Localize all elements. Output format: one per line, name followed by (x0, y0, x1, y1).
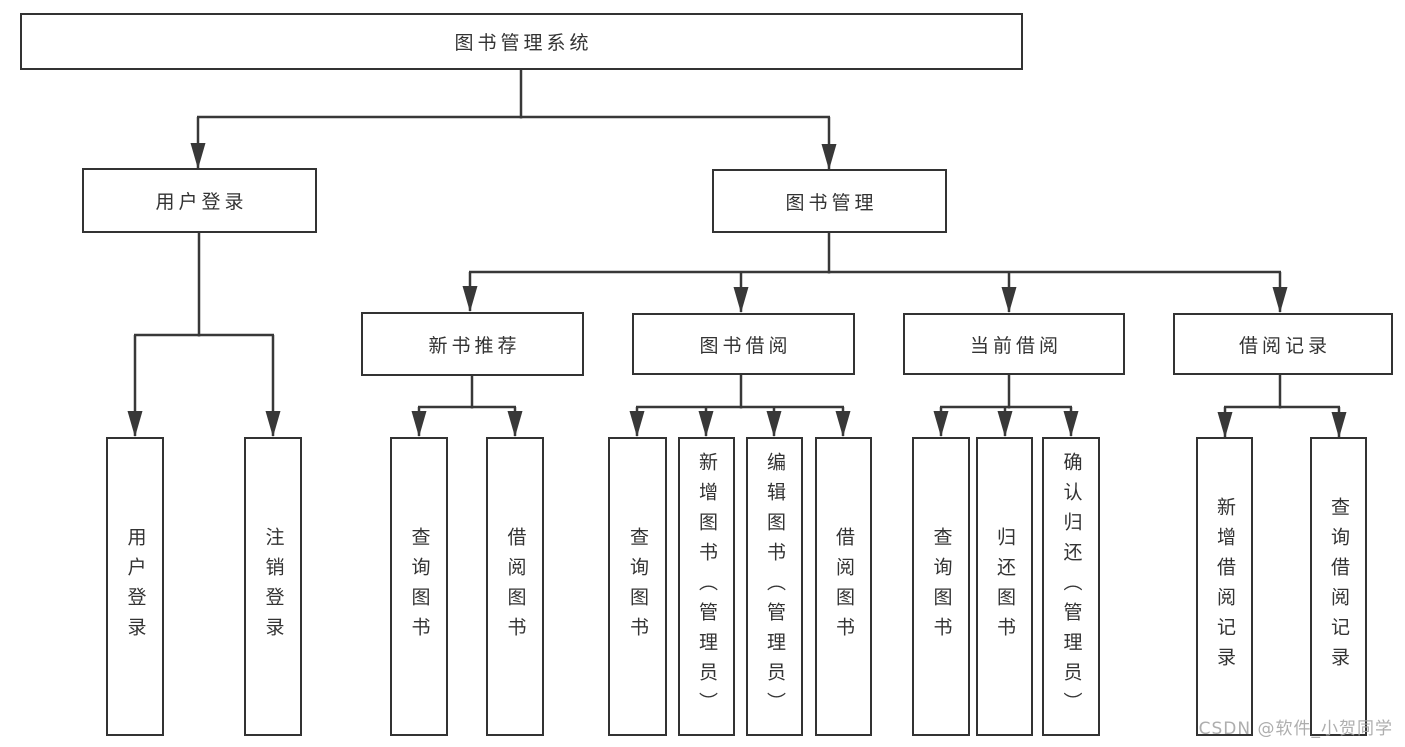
leaf-records-query-record-label: 查询借阅记录 (1328, 496, 1350, 677)
leaf-recommend-query-book-label: 查询图书 (408, 526, 431, 647)
leaf-logout: 注销登录 (244, 437, 302, 736)
leaf-records-add-record: 新增借阅记录 (1196, 437, 1253, 736)
node-book-management-label: 图书管理 (785, 191, 878, 214)
leaf-records-add-record-label: 新增借阅记录 (1214, 496, 1236, 677)
leaf-user-login: 用户登录 (106, 437, 164, 736)
connector-userlogin-to-leaves (127, 233, 281, 437)
leaf-borrow-edit-book-label: 编辑图书（管理员） (764, 451, 786, 722)
leaf-logout-label: 注销登录 (262, 526, 285, 647)
connector-bookborrow-to-leaves (629, 375, 851, 437)
leaf-current-return-book-label: 归还图书 (994, 526, 1016, 647)
leaf-current-confirm-return-label: 确认归还（管理员） (1060, 451, 1083, 722)
leaf-borrow-borrow-book: 借阅图书 (815, 437, 872, 736)
connector-currentborrow-to-leaves (933, 375, 1079, 437)
node-borrow-records-label: 借阅记录 (1238, 334, 1331, 357)
leaf-current-query-book: 查询图书 (912, 437, 970, 736)
node-user-login: 用户登录 (82, 168, 317, 233)
leaf-borrow-borrow-book-label: 借阅图书 (833, 526, 855, 647)
leaf-user-login-label: 用户登录 (124, 526, 147, 647)
leaf-borrow-add-book: 新增图书（管理员） (678, 437, 735, 736)
node-user-login-label: 用户登录 (155, 191, 248, 213)
node-new-book-recommend: 新书推荐 (361, 312, 584, 376)
leaf-borrow-edit-book: 编辑图书（管理员） (746, 437, 803, 736)
leaf-borrow-query-book: 查询图书 (608, 437, 667, 736)
leaf-recommend-query-book: 查询图书 (390, 437, 448, 736)
node-root-label: 图书管理系统 (454, 32, 593, 54)
leaf-recommend-borrow-book: 借阅图书 (486, 437, 544, 736)
node-book-borrow: 图书借阅 (632, 313, 855, 375)
leaf-records-query-record: 查询借阅记录 (1310, 437, 1367, 736)
leaf-current-confirm-return: 确认归还（管理员） (1042, 437, 1100, 736)
node-new-book-recommend-label: 新书推荐 (428, 334, 521, 357)
leaf-recommend-borrow-book-label: 借阅图书 (504, 526, 527, 647)
leaf-borrow-query-book-label: 查询图书 (627, 526, 649, 647)
connector-bookmgmt-to-level3 (462, 233, 1288, 313)
node-book-management: 图书管理 (712, 169, 947, 233)
node-book-borrow-label: 图书借阅 (699, 334, 792, 357)
connector-newbook-to-leaves (411, 376, 523, 437)
leaf-current-query-book-label: 查询图书 (930, 526, 953, 647)
node-borrow-records: 借阅记录 (1173, 313, 1393, 375)
node-current-borrow-label: 当前借阅 (969, 334, 1062, 357)
leaf-current-return-book: 归还图书 (976, 437, 1033, 736)
connector-records-to-leaves (1217, 375, 1347, 438)
leaf-borrow-add-book-label: 新增图书（管理员） (696, 451, 718, 722)
node-root: 图书管理系统 (20, 13, 1023, 70)
watermark: CSDN @软件_小贺同学 (1198, 719, 1393, 739)
connector-root-to-level2 (190, 70, 837, 170)
node-current-borrow: 当前借阅 (903, 313, 1125, 375)
